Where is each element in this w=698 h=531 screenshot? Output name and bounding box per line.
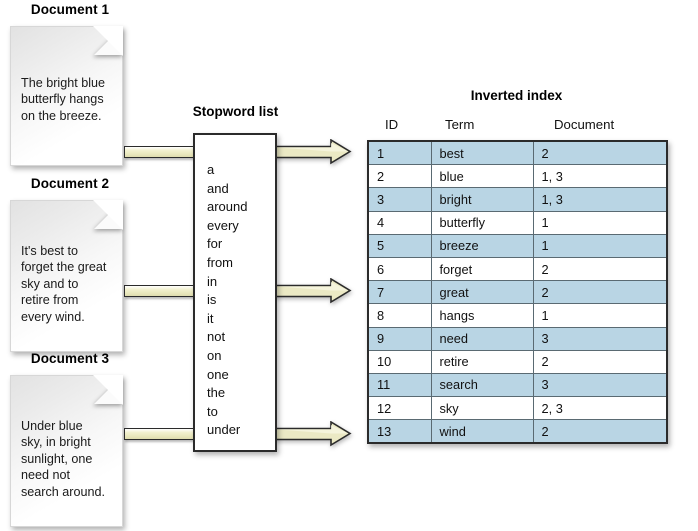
cell-term: sky [430, 396, 534, 421]
cell-term: hangs [430, 303, 534, 328]
cell-id: 10 [367, 349, 432, 374]
arrow-right-icon [274, 138, 352, 165]
arrow-right-icon [274, 420, 352, 447]
cell-term: best [430, 140, 534, 166]
stopword-list-items: a and around every for from in is it not on one the t… [207, 161, 247, 440]
cell-id: 5 [367, 233, 432, 258]
arrow-right-icon [274, 277, 352, 304]
stopword-list-box: a and around every for from in is it not on one the t… [193, 133, 277, 452]
cell-term: wind [430, 419, 534, 444]
cell-document: 1 [532, 210, 668, 235]
cell-term: butterfly [430, 210, 534, 235]
document-2-text: It's best to forget the great sky and to… [21, 244, 107, 324]
column-header-term: Term [445, 117, 475, 132]
document-3-page-icon: Under blue sky, in bright sunlight, one … [10, 375, 123, 527]
arrow-doc2-to-index [274, 277, 352, 309]
column-header-document: Document [554, 117, 615, 132]
cell-term: search [430, 372, 534, 398]
column-header-id: ID [385, 117, 399, 132]
cell-document: 2, 3 [532, 396, 668, 421]
cell-id: 2 [367, 164, 432, 189]
cell-id: 6 [367, 256, 432, 282]
stopword-item: and [207, 180, 229, 196]
document-2-page-icon: It's best to forget the great sky and to… [10, 200, 123, 352]
cell-id: 12 [367, 396, 432, 421]
cell-document: 2 [532, 256, 668, 282]
document-2-title: Document 2 [30, 176, 110, 191]
cell-document: 2 [532, 140, 668, 166]
stopword-list-title: Stopword list [192, 104, 279, 119]
document-3-title: Document 3 [30, 351, 110, 366]
cell-id: 9 [367, 326, 432, 351]
cell-document: 1, 3 [532, 164, 668, 189]
stopword-item: every [207, 217, 239, 233]
cell-id: 4 [367, 210, 432, 235]
cell-document: 1, 3 [532, 187, 668, 212]
inverted-index-title: Inverted index [470, 88, 563, 103]
arrow-doc3-to-stopword-segment [124, 428, 196, 440]
cell-id: 1 [367, 140, 432, 166]
document-3-text: Under blue sky, in bright sunlight, one … [21, 419, 106, 499]
stopword-item: a [207, 162, 215, 177]
inverted-index-column-headers: ID Term Document [367, 117, 666, 137]
stopword-item: from [207, 254, 233, 270]
stopword-item: not [207, 329, 226, 345]
cell-document: 2 [532, 349, 668, 374]
stopword-item: is [207, 292, 217, 308]
cell-document: 3 [532, 326, 668, 351]
cell-id: 3 [367, 187, 432, 212]
cell-term: bright [430, 187, 534, 212]
page-corner-icon [93, 200, 123, 230]
cell-id: 7 [367, 280, 432, 305]
cell-term: blue [430, 164, 534, 189]
stopword-item: on [207, 347, 222, 363]
cell-term: forget [430, 256, 534, 282]
arrow-doc3-to-index [274, 420, 352, 452]
cell-id: 13 [367, 419, 432, 444]
stopword-item: in [207, 273, 218, 289]
stopword-item: under [207, 422, 241, 438]
stopword-item: to [207, 403, 218, 419]
document-1-text: The bright blue butterfly hangs on the b… [21, 76, 106, 123]
cell-document: 1 [532, 303, 668, 328]
stopword-item: for [207, 236, 223, 252]
cell-term: retire [430, 349, 534, 374]
arrow-doc1-to-stopword-segment [124, 146, 196, 158]
cell-term: great [430, 280, 534, 305]
page-corner-icon [93, 26, 123, 56]
document-1-title: Document 1 [30, 2, 110, 17]
cell-id: 11 [367, 372, 432, 398]
cell-document: 2 [532, 280, 668, 305]
cell-term: breeze [430, 233, 534, 258]
page-corner-icon [93, 375, 123, 405]
cell-id: 8 [367, 303, 432, 328]
arrow-doc2-to-stopword-segment [124, 285, 196, 297]
document-1-page-icon: The bright blue butterfly hangs on the b… [10, 26, 123, 166]
stopword-item: the [207, 385, 226, 401]
stopword-item: one [207, 366, 229, 382]
arrow-doc1-to-index [274, 138, 352, 170]
cell-document: 1 [532, 233, 668, 258]
cell-document: 2 [532, 419, 668, 444]
cell-term: need [430, 326, 534, 351]
cell-document: 3 [532, 372, 668, 398]
stopword-item: around [207, 199, 248, 215]
stopword-item: it [207, 310, 214, 326]
